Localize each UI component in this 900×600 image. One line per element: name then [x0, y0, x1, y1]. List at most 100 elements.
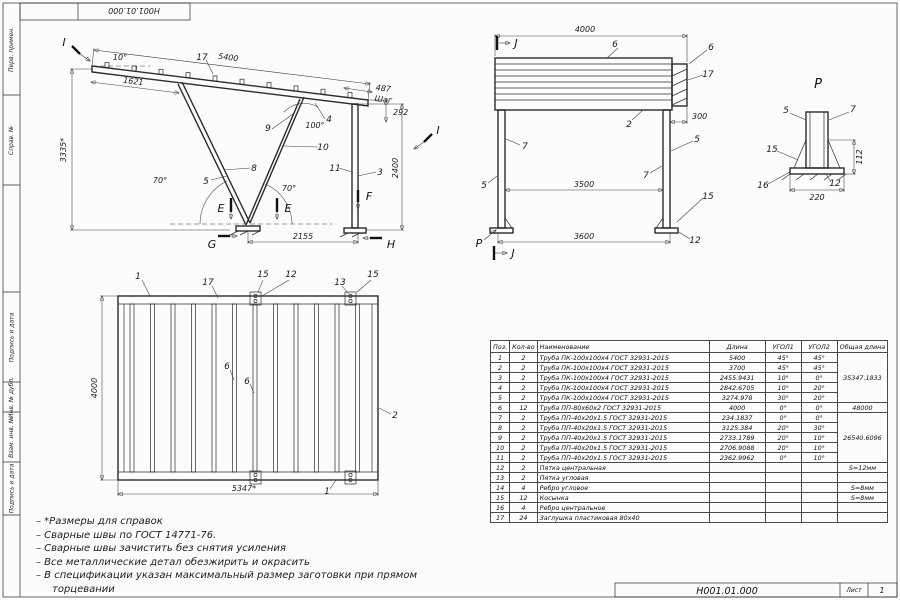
spec-cell-pos: 4 — [489, 382, 511, 393]
spec-cell-pos: 7 — [489, 412, 511, 423]
spec-cell-len — [708, 502, 766, 513]
spec-cell-name: Труба ПП-40х20х1.5 ГОСТ 32931-2015 — [536, 442, 710, 453]
spec-cell-pos: 13 — [489, 472, 511, 483]
spec-cell-a1: 20° — [764, 432, 802, 443]
spec-cell-a1 — [764, 472, 802, 483]
spec-cell-a2: 10° — [800, 432, 838, 443]
side-dim-1621: 1621 — [123, 76, 144, 87]
spec-cell-name: Труба ПК-100х100х4 ГОСТ 32931-2015 — [536, 352, 710, 363]
part-label-8: 8 — [251, 164, 257, 174]
spec-cell-total: 26540.6096 — [836, 412, 889, 463]
part-label-4: 4 — [326, 115, 332, 125]
spec-cell-name: Пятка угловая — [536, 472, 710, 483]
spec-cell-a1 — [764, 502, 802, 513]
spec-cell-name: Косынка — [536, 492, 710, 503]
spec-cell-name: Труба ПП-40х20х1.5 ГОСТ 32931-2015 — [536, 412, 710, 423]
spec-cell-total: S=12мм — [836, 462, 889, 473]
spec-cell-total — [836, 512, 889, 523]
spec-cell-qty: 12 — [509, 402, 538, 413]
section-mark-j-bottom: J — [509, 247, 514, 260]
spec-col-header: Поз. — [489, 340, 511, 353]
front-dim-300: 300 — [692, 112, 707, 121]
part-label-1b-plan: 1 — [324, 487, 330, 497]
spec-col-header: УГОЛ2 — [800, 340, 838, 353]
part-label-5-detail: 5 — [783, 106, 789, 116]
front-dim-4000: 4000 — [575, 25, 595, 34]
side-angle-10: 10° — [113, 53, 127, 62]
part-label-13-plan: 13 — [334, 278, 346, 288]
detail-p-part-labels: 5 7 15 16 12 — [757, 105, 856, 191]
spec-cell-len — [708, 482, 766, 493]
spec-cell-pos: 15 — [489, 492, 511, 503]
part-label-15a-plan: 15 — [257, 270, 269, 280]
spec-cell-pos: 17 — [489, 512, 511, 523]
side-view: 5400 1621 487 Шаг 292 3335* 2400 — [59, 36, 440, 251]
part-label-7b: 7 — [643, 171, 649, 181]
spec-col-header: Наименование — [536, 340, 710, 353]
spec-cell-qty: 2 — [509, 452, 538, 463]
part-label-7a: 7 — [522, 142, 528, 152]
part-label-15: 15 — [702, 192, 714, 202]
spec-cell-a1: 20° — [764, 422, 802, 433]
spec-cell-a1: 20° — [764, 442, 802, 453]
section-mark-i-left: I — [62, 36, 65, 49]
part-label-5b: 5 — [694, 135, 700, 145]
spec-cell-len: 2706.9088 — [708, 442, 766, 453]
spec-cell-a2 — [800, 512, 838, 523]
spec-cell-a2: 20° — [800, 382, 838, 393]
spec-cell-pos: 6 — [489, 402, 511, 413]
spec-cell-name: Труба ПП-40х20х1.5 ГОСТ 32931-2015 — [536, 422, 710, 433]
spec-cell-a1: 45° — [764, 362, 802, 373]
side-dim-step-word: Шаг — [374, 94, 393, 105]
spec-cell-qty: 24 — [509, 512, 538, 523]
spec-cell-qty: 2 — [509, 442, 538, 453]
spec-cell-a1: 45° — [764, 352, 802, 363]
stamp-doc-number: Н001.01.000 — [108, 6, 160, 15]
section-mark-j-top: J — [512, 37, 517, 50]
part-label-5: 5 — [203, 177, 209, 187]
front-view-section-marks: J J P — [476, 36, 518, 260]
section-mark-e-left: E — [218, 202, 225, 215]
spec-cell-qty: 2 — [509, 352, 538, 363]
side-angle-70-right: 70° — [282, 184, 296, 193]
spec-cell-name: Ребро угловое — [536, 482, 710, 493]
spec-cell-pos: 12 — [489, 462, 511, 473]
detail-dim-112: 112 — [855, 149, 864, 164]
spec-cell-a1: 0° — [764, 452, 802, 463]
plan-view-linework — [117, 291, 379, 485]
plan-dim-5347: 5347* — [232, 484, 256, 493]
spec-cell-len — [708, 462, 766, 473]
spec-col-header: Кол-во — [509, 340, 538, 353]
spec-cell-len: 2362.9962 — [708, 452, 766, 463]
part-label-6: 6 — [612, 40, 618, 50]
spec-cell-total — [836, 502, 889, 513]
technical-notes: – *Размеры для справок– Сварные швы по Г… — [36, 515, 481, 596]
spec-cell-name: Пятка центральная — [536, 462, 710, 473]
spec-cell-name: Труба ПК-100х100х4 ГОСТ 32931-2015 — [536, 372, 710, 383]
margin-field-vzam-inv: Взам. инв. № — [8, 416, 15, 458]
spec-cell-total — [836, 472, 889, 483]
titleblock-sheet-label: Лист — [845, 587, 862, 594]
side-dim-3335: 3335* — [59, 138, 68, 162]
spec-cell-len: 2455.9431 — [708, 372, 766, 383]
spec-cell-name: Труба ПК-100х100х4 ГОСТ 32931-2015 — [536, 362, 710, 373]
part-label-15-detail: 15 — [766, 145, 778, 155]
front-view: 4000 3500 3600 300 6 6 17 2 7 7 — [476, 25, 714, 260]
spec-cell-a2: 10° — [800, 442, 838, 453]
spec-cell-a2 — [800, 472, 838, 483]
spec-cell-len: 4000 — [708, 402, 766, 413]
spec-cell-len: 5400 — [708, 352, 766, 363]
margin-field-perv-primen: Перв. примен. — [8, 26, 16, 72]
spec-cell-a2: 0° — [800, 402, 838, 413]
margin-field-blank-2 — [3, 515, 20, 595]
titleblock-doc-number: Н001.01.000 — [696, 586, 758, 597]
spec-cell-total: S=8мм — [836, 492, 889, 503]
spec-cell-qty: 2 — [509, 412, 538, 423]
